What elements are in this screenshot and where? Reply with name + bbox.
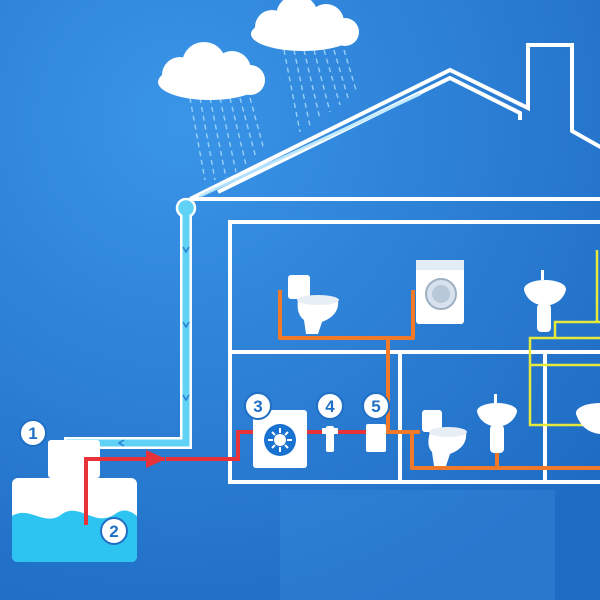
secondary-pipes bbox=[528, 250, 600, 427]
badge-filter: 4 bbox=[316, 392, 344, 420]
badge-label: 1 bbox=[28, 424, 37, 443]
cloud-icon bbox=[251, 0, 359, 51]
badge-label: 3 bbox=[253, 397, 262, 416]
washbasin-icon bbox=[477, 394, 517, 453]
controller-icon bbox=[366, 424, 386, 452]
toilet-icon bbox=[288, 275, 339, 334]
toilet-icon bbox=[422, 410, 467, 466]
badge-tank-top: 1 bbox=[19, 419, 47, 447]
badge-label: 5 bbox=[371, 397, 380, 416]
pump-icon bbox=[253, 410, 307, 468]
badge-label: 4 bbox=[325, 397, 335, 416]
badge-controller: 5 bbox=[362, 392, 390, 420]
flow-arrow-icon bbox=[146, 450, 166, 468]
filter-icon bbox=[322, 426, 338, 452]
supply-pipes bbox=[278, 290, 600, 470]
gutter-outlet bbox=[175, 197, 197, 219]
floor-shadow bbox=[280, 490, 555, 600]
washbasin-icon bbox=[576, 403, 600, 434]
badge-pump: 3 bbox=[244, 392, 272, 420]
roof-gutter bbox=[199, 92, 421, 198]
cloud-icon bbox=[158, 42, 265, 100]
badge-tank-inlet: 2 bbox=[100, 517, 128, 545]
house-walls bbox=[228, 220, 600, 484]
washbasin-icon bbox=[524, 270, 566, 332]
badge-label: 2 bbox=[109, 522, 118, 541]
flow-arrow-icons bbox=[117, 246, 190, 447]
washing-machine-icon bbox=[416, 260, 464, 324]
rain-drops bbox=[189, 49, 357, 181]
